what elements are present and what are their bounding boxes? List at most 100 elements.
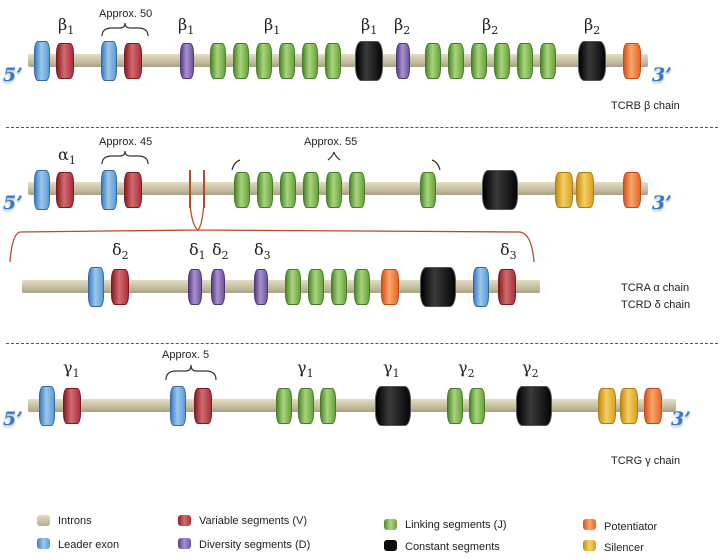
trb-linking-3 — [256, 43, 272, 79]
trb-label-c1: β1 — [361, 15, 378, 38]
trb-variable-1 — [56, 43, 74, 79]
trb-linking-9 — [471, 43, 487, 79]
legend-constant-swatch — [384, 540, 397, 551]
trd-label-v3: δ3 — [500, 240, 517, 263]
tra-potentiator — [623, 172, 641, 208]
trg-label-j1: γ1 — [297, 358, 314, 381]
trb-label-j1: β1 — [264, 15, 281, 38]
trb-linking-5 — [302, 43, 318, 79]
trd-diversity-3 — [254, 269, 268, 305]
trb-linking-2 — [233, 43, 249, 79]
trg-label-c2: γ2 — [522, 358, 539, 381]
trd-label-d3: δ3 — [254, 240, 271, 263]
tra-approx45-brace — [101, 150, 149, 165]
tra-linking-4 — [303, 172, 319, 208]
trd-label-v2: δ2 — [112, 240, 129, 263]
trd-label-d2: δ2 — [212, 240, 229, 263]
trd-label-d1: δ1 — [189, 240, 206, 263]
tra-constant — [482, 170, 518, 210]
trg-linking-4 — [447, 388, 463, 424]
trb-label-v1: β1 — [58, 15, 75, 38]
trg-silencer-1 — [598, 388, 616, 424]
legend-variable-swatch — [178, 515, 191, 526]
tra-linking-2 — [257, 172, 273, 208]
divider-1 — [6, 127, 718, 128]
trg-label-v1: γ1 — [63, 358, 80, 381]
tra-label-v1: α1 — [58, 145, 76, 168]
tra-variable-2 — [124, 172, 142, 208]
trd-intron-rod — [22, 280, 540, 293]
trg-approx-brace — [165, 364, 217, 381]
tra-approx55-brace — [231, 151, 441, 171]
trd-constant — [420, 267, 456, 307]
trb-label-j2: β2 — [482, 15, 499, 38]
trb-linking-7 — [425, 43, 441, 79]
legend-constant-label: Constant segments — [405, 541, 500, 553]
trg-three-prime: 3’ — [671, 408, 691, 430]
trb-linking-10 — [494, 43, 510, 79]
legend-diversity-swatch — [178, 538, 191, 549]
trg-potentiator — [644, 388, 662, 424]
tra-silencer-1 — [555, 172, 573, 208]
trb-approx-brace — [101, 22, 149, 37]
tra-leader-1 — [34, 170, 50, 210]
tra-break-mark-2 — [203, 170, 205, 208]
legend-linking-label: Linking segments (J) — [405, 519, 507, 531]
legend-potentiator-swatch — [583, 519, 596, 530]
trg-leader-1 — [39, 386, 55, 426]
trb-diversity-1 — [180, 43, 194, 79]
trb-leader-2 — [101, 41, 117, 81]
trg-approx-5: Approx. 5 — [162, 349, 210, 361]
trb-variable-2 — [124, 43, 142, 79]
trd-leader-2 — [473, 267, 489, 307]
legend-leader-label: Leader exon — [58, 539, 120, 551]
trd-chain-label: TCRD δ chain — [621, 299, 691, 311]
trg-silencer-2 — [620, 388, 638, 424]
trb-leader-1 — [34, 41, 50, 81]
trb-linking-6 — [325, 43, 341, 79]
trd-linking-1 — [285, 269, 301, 305]
legend-linking-swatch — [384, 519, 397, 530]
trb-linking-8 — [448, 43, 464, 79]
trg-linking-3 — [320, 388, 336, 424]
tra-linking-1 — [234, 172, 250, 208]
trb-constant-2 — [578, 41, 606, 81]
trg-variable-1 — [63, 388, 81, 424]
tra-break-mark-1 — [189, 170, 191, 208]
trg-intron-rod — [28, 399, 676, 412]
tra-variable-1 — [56, 172, 74, 208]
trg-leader-2 — [170, 386, 186, 426]
tra-approx-45: Approx. 45 — [99, 136, 153, 148]
trg-chain-label: TCRG γ chain — [611, 455, 681, 467]
legend-silencer-label: Silencer — [604, 542, 644, 554]
trg-linking-2 — [298, 388, 314, 424]
trd-variable-1 — [111, 269, 129, 305]
trb-chain-label: TCRB β chain — [611, 100, 680, 112]
legend-silencer-swatch — [583, 540, 596, 551]
trg-linking-5 — [469, 388, 485, 424]
trb-linking-1 — [210, 43, 226, 79]
trd-variable-2 — [498, 269, 516, 305]
trd-expansion-bracket — [9, 203, 535, 263]
trg-constant-2 — [516, 386, 552, 426]
trd-linking-3 — [331, 269, 347, 305]
trd-diversity-1 — [188, 269, 202, 305]
trb-linking-12 — [540, 43, 556, 79]
trg-linking-1 — [276, 388, 292, 424]
trb-label-d2: β2 — [394, 15, 411, 38]
trb-linking-4 — [279, 43, 295, 79]
trb-label-d1: β1 — [178, 15, 195, 38]
tra-silencer-2 — [576, 172, 594, 208]
tra-five-prime: 5’ — [3, 192, 23, 214]
trb-diversity-2 — [396, 43, 410, 79]
trd-diversity-2 — [211, 269, 225, 305]
trb-approx-50: Approx. 50 — [99, 8, 153, 20]
trg-label-c1: γ1 — [383, 358, 400, 381]
trd-linking-2 — [308, 269, 324, 305]
legend-leader-swatch — [37, 538, 50, 549]
tra-linking-7 — [420, 172, 436, 208]
trd-leader-1 — [88, 267, 104, 307]
legend-diversity-label: Diversity segments (D) — [199, 539, 311, 551]
trb-label-c2: β2 — [584, 15, 601, 38]
trg-variable-2 — [194, 388, 212, 424]
